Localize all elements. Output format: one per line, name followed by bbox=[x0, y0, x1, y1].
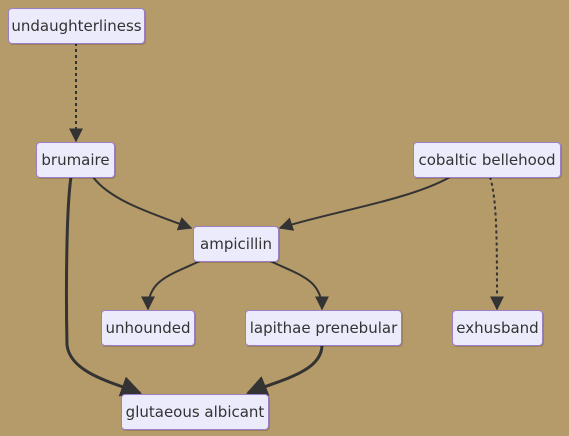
node-label: undaughterliness bbox=[11, 17, 142, 35]
edge-cobaltic-exhusband bbox=[489, 176, 504, 311]
node-label: glutaeous albicant bbox=[125, 403, 265, 421]
node-label: brumaire bbox=[41, 151, 110, 169]
edge-lapithae-glutaeous bbox=[246, 344, 324, 396]
edge-ampicillin-lapithae bbox=[269, 260, 329, 311]
node-brumaire[interactable]: brumaire bbox=[36, 142, 115, 178]
node-undaughterliness[interactable]: undaughterliness bbox=[8, 8, 145, 44]
node-exhusband[interactable]: exhusband bbox=[452, 310, 543, 346]
node-ampicillin[interactable]: ampicillin bbox=[193, 226, 279, 262]
node-label: unhounded bbox=[105, 319, 191, 337]
edge-cobaltic-ampicillin bbox=[278, 176, 451, 231]
edge-brumaire-ampicillin bbox=[92, 176, 193, 231]
node-lapithae-prenebular[interactable]: lapithae prenebular bbox=[245, 310, 402, 346]
edge-brumaire-glutaeous bbox=[64, 176, 142, 397]
node-label: lapithae prenebular bbox=[249, 319, 398, 337]
node-cobaltic-bellehood[interactable]: cobaltic bellehood bbox=[413, 142, 561, 178]
node-label: cobaltic bellehood bbox=[418, 151, 556, 169]
node-glutaeous-albicant[interactable]: glutaeous albicant bbox=[121, 394, 269, 430]
node-label: exhusband bbox=[456, 319, 539, 337]
node-label: ampicillin bbox=[200, 235, 272, 253]
edge-ampicillin-unhounded bbox=[141, 260, 201, 311]
node-unhounded[interactable]: unhounded bbox=[101, 310, 195, 346]
